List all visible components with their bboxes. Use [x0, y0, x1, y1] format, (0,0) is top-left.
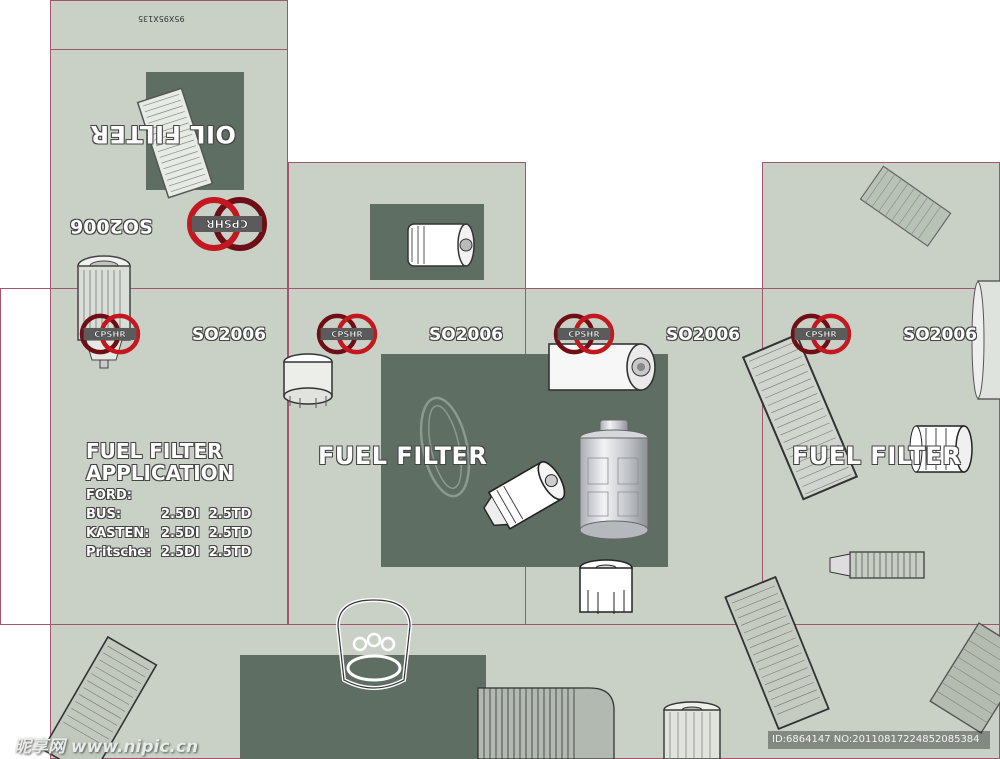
- gasket-ring-illustration: [419, 396, 471, 498]
- application-model: BUS:: [86, 507, 122, 522]
- front-product-code: SO2006: [429, 325, 504, 345]
- application-make: FORD:: [86, 488, 132, 503]
- back-fuel-filter-label: FUEL FILTER: [792, 442, 962, 470]
- logo-brand-text: CPSHR: [331, 329, 363, 339]
- glue-flap: [0, 288, 51, 625]
- lid-product-code: SO2006: [70, 215, 153, 237]
- logo-brand-text: CPSHR: [568, 329, 600, 339]
- application-engines: 2.5DI 2.5TD: [161, 507, 252, 522]
- application-row: Pritsche: 2.5DI 2.5TD: [86, 543, 251, 562]
- cpshr-logo-side-1: CPSHR: [79, 313, 141, 355]
- cartridge-filter-illustration: [909, 425, 973, 473]
- application-heading-line1: FUEL FILTER: [86, 439, 223, 463]
- side-1-product-code: SO2006: [192, 325, 267, 345]
- bottom-striped-filter-illustration: [477, 687, 615, 759]
- front-fuel-filter-label: FUEL FILTER: [318, 442, 488, 470]
- spin-on-filter-illustration: [407, 223, 475, 267]
- application-block: FUEL FILTER APPLICATION FORD: BUS: 2.5DI…: [86, 439, 251, 562]
- side-2-product-code: SO2006: [666, 325, 741, 345]
- bottom-tilted-panel-filter-illustration: [724, 575, 830, 731]
- panel-air-filter-illustration: [136, 87, 214, 199]
- bottom-left-panel-filter-illustration: [41, 635, 158, 759]
- metal-fuel-filter-illustration: [579, 419, 649, 540]
- application-engines: 2.5DI 2.5TD: [161, 545, 252, 560]
- cpshr-logo-side-2: CPSHR: [553, 313, 615, 355]
- application-model: KASTEN:: [86, 526, 150, 541]
- oil-filter-label: OIL FILTER: [90, 120, 236, 148]
- application-row: KASTEN: 2.5DI 2.5TD: [86, 524, 251, 543]
- box-dimensions: 95X95X135: [138, 14, 185, 23]
- cpshr-logo-lid: CPSHR: [187, 197, 267, 251]
- large-panel-filter-illustration: [741, 333, 859, 501]
- logo-brand-text: CPSHR: [206, 217, 248, 230]
- edge-filter-illustration: [971, 280, 1000, 400]
- cpshr-logo-front: CPSHR: [316, 313, 378, 355]
- small-spin-filter-illustration: [283, 353, 333, 408]
- threaded-filter-illustration: [579, 559, 633, 614]
- bottom-outline-filter-illustration: [335, 597, 413, 690]
- application-engines: 2.5DI 2.5TD: [161, 526, 252, 541]
- tilted-fuel-filter-illustration: [483, 461, 566, 530]
- site-watermark: 昵享网 www.nipic.cn: [14, 737, 199, 757]
- application-model: Pritsche:: [86, 545, 152, 560]
- bottom-right-panel-filter-illustration: [929, 622, 1000, 734]
- bottom-cylinder-filter-illustration: [663, 701, 721, 759]
- application-heading-line2: APPLICATION: [86, 461, 235, 485]
- dark-block-bottom: [240, 655, 486, 759]
- application-row: BUS: 2.5DI 2.5TD: [86, 505, 251, 524]
- back-product-code: SO2006: [903, 325, 978, 345]
- logo-brand-text: CPSHR: [805, 329, 837, 339]
- image-id-watermark: ID:6864147 NO:20110817224852085384: [768, 731, 990, 749]
- logo-brand-text: CPSHR: [94, 329, 126, 339]
- cpshr-logo-back: CPSHR: [790, 313, 852, 355]
- corner-panel-filter-illustration: [859, 165, 952, 247]
- element-filter-illustration: [829, 551, 925, 579]
- top-tuck-flap: [50, 0, 288, 50]
